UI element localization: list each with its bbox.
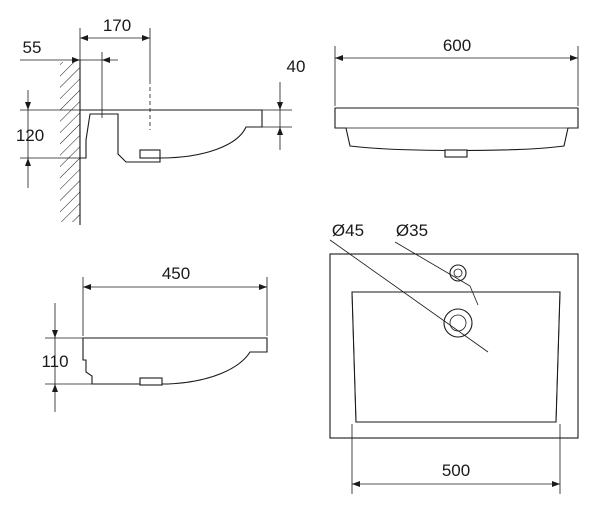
arrow-450b: [259, 284, 267, 290]
leader-drain: [329, 239, 489, 353]
side-view-wall-mounted: 170 55 120 40: [16, 16, 306, 225]
dim-label-600: 600: [443, 36, 471, 55]
dim-label-40: 40: [287, 57, 306, 76]
drain-outlet: [139, 149, 161, 159]
arrow-600b: [570, 55, 578, 61]
drain-hole: [443, 308, 473, 338]
leader-tap-hole-tail: [469, 285, 479, 306]
dim-label-170: 170: [103, 16, 131, 35]
arrow-450a: [83, 284, 91, 290]
bowl-left-edge: [351, 291, 357, 423]
dim-label-55: 55: [23, 38, 42, 57]
arrow-170a: [80, 35, 88, 41]
bowl-right-edge: [555, 291, 561, 423]
side-view: 450 110: [41, 264, 268, 412]
basin-side-profile-2: [82, 337, 268, 385]
dim-label-110: 110: [41, 352, 68, 371]
side-drain: [139, 377, 163, 386]
basin-front-profile: [334, 107, 579, 152]
arrow-170b: [142, 35, 150, 41]
dim-label-tap-hole: Ø35: [396, 221, 428, 240]
arrow-55a: [72, 57, 80, 63]
arrow-110b: [52, 384, 58, 392]
wall-hatch: [60, 62, 80, 222]
dim-label-120: 120: [16, 126, 44, 145]
arrow-600a: [335, 55, 343, 61]
leader-tap-hole: [394, 241, 471, 287]
arrow-500a: [352, 481, 360, 487]
dim-label-drain: Ø45: [332, 221, 364, 240]
arrow-120a: [25, 102, 31, 110]
basin-outline: [329, 253, 579, 439]
top-view: Ø35 Ø45 500: [329, 221, 579, 494]
front-drain: [444, 149, 468, 158]
basin-side-profile: [79, 109, 263, 163]
arrow-120b: [25, 158, 31, 166]
front-view: 600: [334, 36, 579, 158]
arrow-110a: [52, 330, 58, 338]
arrow-40b: [277, 127, 283, 135]
arrow-500b: [552, 481, 560, 487]
dim-label-500: 500: [442, 461, 470, 480]
arrow-55b: [102, 57, 110, 63]
dim-label-450: 450: [162, 264, 190, 283]
arrow-40a: [277, 102, 283, 110]
tap-hole-inner: [453, 268, 463, 278]
